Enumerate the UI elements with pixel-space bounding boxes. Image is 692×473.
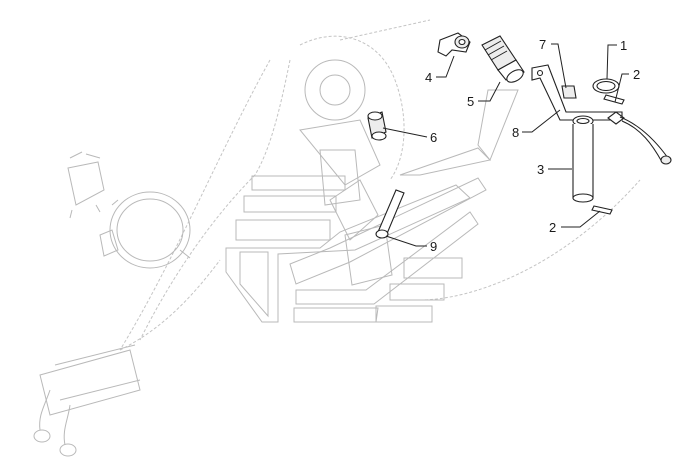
leader-lines: [382, 43, 629, 247]
callout-9: 9: [430, 239, 437, 254]
ghost-frame-assembly: [119, 19, 641, 351]
part-4-elbow-fitting: [437, 32, 471, 57]
part-1-o-ring: [592, 78, 620, 94]
part-2-pin-upper: [603, 94, 625, 105]
callout-2-lower: 2: [549, 220, 556, 235]
part-5-quick-coupler: [481, 35, 525, 83]
callout-2-upper: 2: [633, 67, 640, 82]
ghost-left-fittings: [33, 151, 221, 457]
callout-3: 3: [537, 162, 544, 177]
callout-7: 7: [539, 37, 546, 52]
callout-5: 5: [467, 94, 474, 109]
part-9-pipe: [375, 189, 405, 239]
callout-4: 4: [425, 70, 432, 85]
part-7-block: [561, 85, 577, 99]
part-hose-line: [607, 111, 672, 165]
part-3-cylinder: [572, 115, 594, 203]
chevron-plate-group: [225, 89, 519, 323]
callout-6: 6: [430, 130, 437, 145]
part-2-pin-lower: [591, 205, 613, 215]
part-6-union-fitting: [367, 111, 387, 141]
callout-labels: 1 2 2 3 4 5 6 7 8 9: [425, 37, 640, 254]
callout-8: 8: [512, 125, 519, 140]
callout-1: 1: [620, 38, 627, 53]
